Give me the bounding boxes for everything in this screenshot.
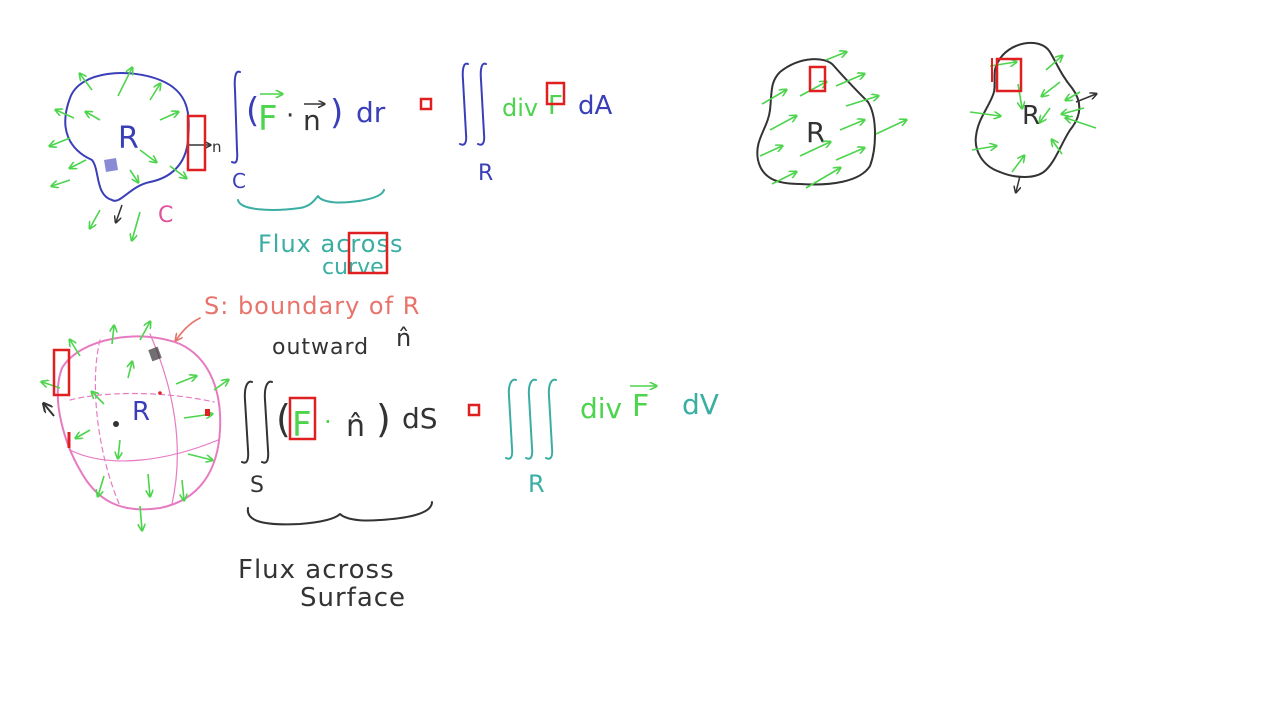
surface-latitude (69, 392, 215, 403)
surface-integral-lower-s: S (250, 473, 264, 498)
normal-highlight (186, 114, 207, 172)
underbrace-bottom (246, 501, 433, 526)
center-point (113, 421, 119, 427)
surface-equals-marker (467, 403, 481, 417)
surface-integral-sign-1 (241, 380, 253, 464)
surface-meridian-1 (94, 339, 121, 507)
boundary-annotation-arrow (176, 317, 201, 340)
paren-open: ( (246, 91, 259, 131)
region-2-outward-arrow-2 (1016, 175, 1020, 192)
differential-ds: dS (402, 402, 438, 435)
solid-r-label: R (132, 397, 150, 427)
flux-across-surface-caption-1: Flux across (238, 555, 395, 585)
underbrace-top (237, 189, 385, 211)
curve-c-label: C (158, 203, 173, 228)
surface-paren-open: ( (276, 397, 291, 441)
triple-integral-sign-3 (545, 378, 557, 460)
region-diagram-2d: R C n (50, 68, 222, 240)
flux-across-curve-caption-1: Flux across (258, 230, 403, 258)
surface-integral-sign-2 (261, 380, 273, 464)
surface-equator (69, 439, 219, 462)
surface-point (158, 391, 162, 395)
div-operator: div (502, 94, 538, 122)
flux-across-surface-caption-2: Surface (300, 583, 406, 613)
normal-n-label: n (212, 138, 222, 156)
region-2-field-arrows (969, 56, 1097, 173)
solid-left-highlight (52, 348, 71, 397)
paren-close: ) (330, 93, 343, 133)
outward-arrow (116, 204, 123, 222)
solid-field-arrows (42, 322, 228, 530)
outward-n-hat: n̂ (396, 324, 411, 352)
caption-highlight (347, 231, 389, 275)
surface-patch (148, 346, 162, 362)
surface-integral-expression: S ( F · n̂ ) dS R div F dV Flux across S… (238, 378, 719, 613)
triple-div-operator: div (580, 392, 622, 425)
triple-div-vector-f: F (632, 389, 649, 424)
region-2-outward-arrow-1 (1075, 94, 1096, 103)
line-integral-expression: C ( F · n ) dr R div F dA Flux across cu… (186, 62, 613, 280)
region-1-r-label: R (806, 116, 825, 149)
solid-region-3d: R (42, 322, 228, 530)
region-2-r-label: R (1022, 101, 1040, 131)
double-integral-lower-r: R (478, 161, 493, 186)
differential-dr: dr (356, 96, 386, 129)
curve-c-boundary (64, 72, 190, 202)
boundary-annotation: S: boundary of R (204, 292, 420, 320)
vector-n: n (303, 104, 321, 137)
flux-across-curve-caption-2: curve (322, 255, 384, 280)
region-1-highlight (808, 65, 827, 93)
integral-lower-c: C (232, 169, 246, 193)
div-f-highlight (545, 81, 566, 106)
differential-da: dA (578, 91, 613, 121)
region-2-boundary (974, 42, 1081, 178)
vector-field-arrows (50, 68, 186, 240)
surface-vector-f: F (292, 405, 312, 445)
region-2-highlight (995, 57, 1023, 93)
triple-integral-sign-2 (525, 378, 537, 460)
differential-dv: dV (682, 388, 719, 421)
example-region-1: R (756, 52, 906, 189)
vector-f: F (258, 99, 278, 139)
triple-integral-sign-1 (505, 378, 517, 460)
region-r-label: R (118, 121, 139, 156)
region-1-boundary (756, 58, 876, 186)
surface-paren-close: ) (376, 397, 391, 441)
surface-dot-operator: · (324, 408, 332, 436)
integral-sign (231, 70, 241, 164)
div-vector-f: F (548, 91, 563, 121)
double-integral-sign-2 (477, 62, 487, 146)
dot-operator: · (286, 101, 294, 131)
triple-integral-lower-r: R (528, 470, 545, 498)
surface-n-hat: n̂ (346, 409, 365, 444)
double-integral-sign-1 (459, 62, 469, 146)
surface-f-highlight (288, 396, 317, 441)
region-1-field-arrows (759, 52, 906, 189)
example-region-2: R (969, 42, 1097, 192)
solid-right-marker (205, 409, 210, 416)
area-element-patch (104, 158, 118, 172)
outward-annotation: outward (272, 335, 369, 360)
surface-s-boundary (56, 335, 222, 511)
equals-sign-marker (419, 97, 433, 111)
solid-outward-arrow (44, 404, 55, 417)
